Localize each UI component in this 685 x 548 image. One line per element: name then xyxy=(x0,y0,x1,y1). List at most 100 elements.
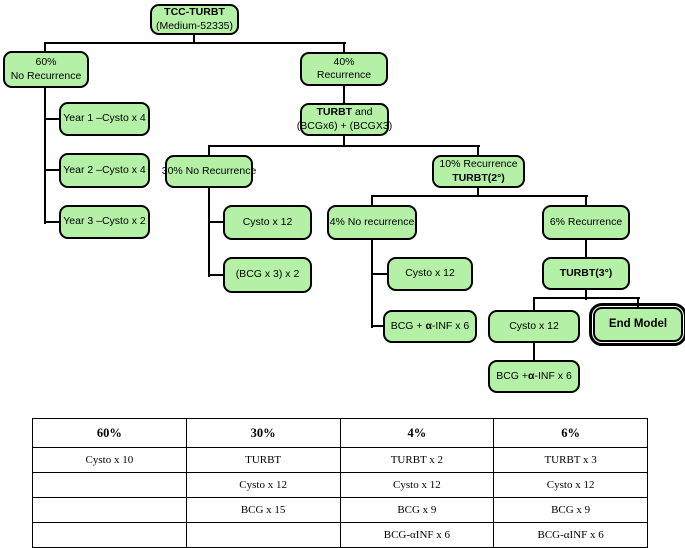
connector-line xyxy=(44,87,46,224)
node-bcg-ainf-x6-after-4pct: BCG + α-INF x 6 xyxy=(383,310,477,343)
node-label-text: (BCG x 3) x 2 xyxy=(235,268,300,281)
node-label-line: TURBT and xyxy=(316,106,372,119)
node-label-line: TURBT(3°) xyxy=(560,267,613,280)
node-label-line: (BCGx6) + (BCGX3) xyxy=(297,120,392,133)
table-cell: TURBT x 2 xyxy=(339,447,495,473)
connector-line xyxy=(371,239,373,328)
node-label-text: Recurrence xyxy=(316,69,372,81)
node-label-text: 10% Recurrence xyxy=(439,158,518,171)
table-header-cell: 4% xyxy=(339,418,495,448)
node-label-line: 4% No recurrence xyxy=(330,216,415,229)
node-label-text: 6% Recurrence xyxy=(549,215,623,228)
node-60pct-no-recurrence: 60%No Recurrence xyxy=(3,51,89,88)
connector-line xyxy=(208,145,480,147)
node-label-text: -INF x 6 xyxy=(431,319,470,332)
connector-line xyxy=(585,239,587,258)
node-cysto-x12-after-4pct: Cysto x 12 xyxy=(387,257,473,291)
table-cell: BCG-αINF x 6 xyxy=(339,522,495,548)
node-cysto-x12-after-30pct: Cysto x 12 xyxy=(223,205,312,240)
node-turbt-and-bcg: TURBT and(BCGx6) + (BCGX3) xyxy=(297,103,392,136)
node-label-line: 60% xyxy=(35,56,56,69)
connector-line xyxy=(371,195,373,206)
node-label-text: 60% xyxy=(35,56,57,69)
node-label-text: Year 3 –Cysto x 2 xyxy=(63,215,146,228)
node-30pct-no-recurrence: 30% No Recurrence xyxy=(162,155,256,188)
node-label-text: BCG + xyxy=(390,319,426,332)
node-end-model: End Model xyxy=(589,303,685,346)
node-label-text: Year 2 –Cysto x 4 xyxy=(63,163,146,176)
table-cell: BCG x 9 xyxy=(493,497,648,523)
node-label-line: (Medium-52335) xyxy=(156,20,233,33)
node-4pct-no-recurrence: 4% No recurrence xyxy=(327,205,417,240)
connector-line xyxy=(477,145,479,156)
node-label-text: BCG + xyxy=(496,369,528,382)
connector-line xyxy=(477,187,479,197)
connector-line xyxy=(44,118,60,120)
node-label-text: α xyxy=(528,369,535,382)
node-label-text: Cysto x 12 xyxy=(405,267,455,280)
node-label-line: No Recurrence xyxy=(11,70,82,83)
connector-line xyxy=(585,195,587,206)
node-year3-cysto-x2: Year 3 –Cysto x 2 xyxy=(59,205,150,239)
connector-line xyxy=(533,342,535,361)
node-label-text: 40% xyxy=(333,55,355,68)
table-cell xyxy=(32,497,187,523)
node-label-line: BCG +α-INF x 6 xyxy=(496,370,572,383)
node-year1-cysto-x4: Year 1 –Cysto x 4 xyxy=(59,102,150,136)
node-label-line: 40% xyxy=(333,56,354,69)
connector-line xyxy=(44,42,346,44)
table-cell: BCG-αINF x 6 xyxy=(493,522,648,548)
connector-line xyxy=(44,221,60,223)
node-tcc-turbt: TCC-TURBT(Medium-52335) xyxy=(150,4,239,35)
node-label-text: TURBT(3°) xyxy=(559,266,613,279)
connector-line xyxy=(371,195,588,197)
table-header-cell: 6% xyxy=(493,418,648,448)
connector-line xyxy=(208,274,224,276)
node-label-line: Cysto x 12 xyxy=(243,216,293,229)
table-cell: BCG x 9 xyxy=(339,497,495,523)
node-label-text: TURBT xyxy=(316,106,353,119)
node-cysto-x12-after-turbt3: Cysto x 12 xyxy=(488,310,580,343)
node-label-line: 10% Recurrence xyxy=(439,158,517,171)
node-label-line: End Model xyxy=(609,317,667,331)
table-header-cell: 60% xyxy=(32,418,187,448)
table-cell: Cysto x 12 xyxy=(339,472,495,498)
node-label-text: Year 1 –Cysto x 4 xyxy=(63,112,146,125)
node-label-line: 30% No Recurrence xyxy=(162,165,257,178)
table-cell xyxy=(32,522,187,548)
summary-table-head: 60%30%4%6% xyxy=(32,418,648,448)
node-label-text: No Recurrence xyxy=(10,69,82,82)
node-label-text: α xyxy=(425,319,432,332)
node-label-text: Cysto x 12 xyxy=(509,319,559,332)
connector-line xyxy=(343,85,345,104)
node-label-text: End Model xyxy=(608,318,668,331)
connector-line xyxy=(208,145,210,156)
table-cell: Cysto x 10 xyxy=(32,447,187,473)
node-label-line: BCG + α-INF x 6 xyxy=(391,320,470,333)
connector-line xyxy=(208,221,224,223)
node-label-line: Year 3 –Cysto x 2 xyxy=(63,215,146,228)
node-turbt3: TURBT(3°) xyxy=(542,257,630,290)
table-cell xyxy=(32,472,187,498)
node-label-text: TCC-TURBT xyxy=(164,6,225,19)
table-header-cell: 30% xyxy=(185,418,341,448)
node-6pct-recurrence: 6% Recurrence xyxy=(542,205,630,240)
node-label-line: Recurrence xyxy=(317,69,371,82)
table-cell: Cysto x 12 xyxy=(493,472,648,498)
table-cell: BCG x 15 xyxy=(185,497,341,523)
table-cell: TURBT xyxy=(185,447,341,473)
connector-line xyxy=(533,297,535,311)
node-label-text: -INF x 6 xyxy=(534,369,572,382)
table-cell: TURBT x 3 xyxy=(493,447,648,473)
node-label-line: Year 2 –Cysto x 4 xyxy=(63,164,146,177)
node-label-line: Cysto x 12 xyxy=(509,320,559,333)
node-label-text: and xyxy=(352,106,373,119)
table-header-row: 60%30%4%6% xyxy=(32,418,648,448)
connector-line xyxy=(371,273,388,275)
